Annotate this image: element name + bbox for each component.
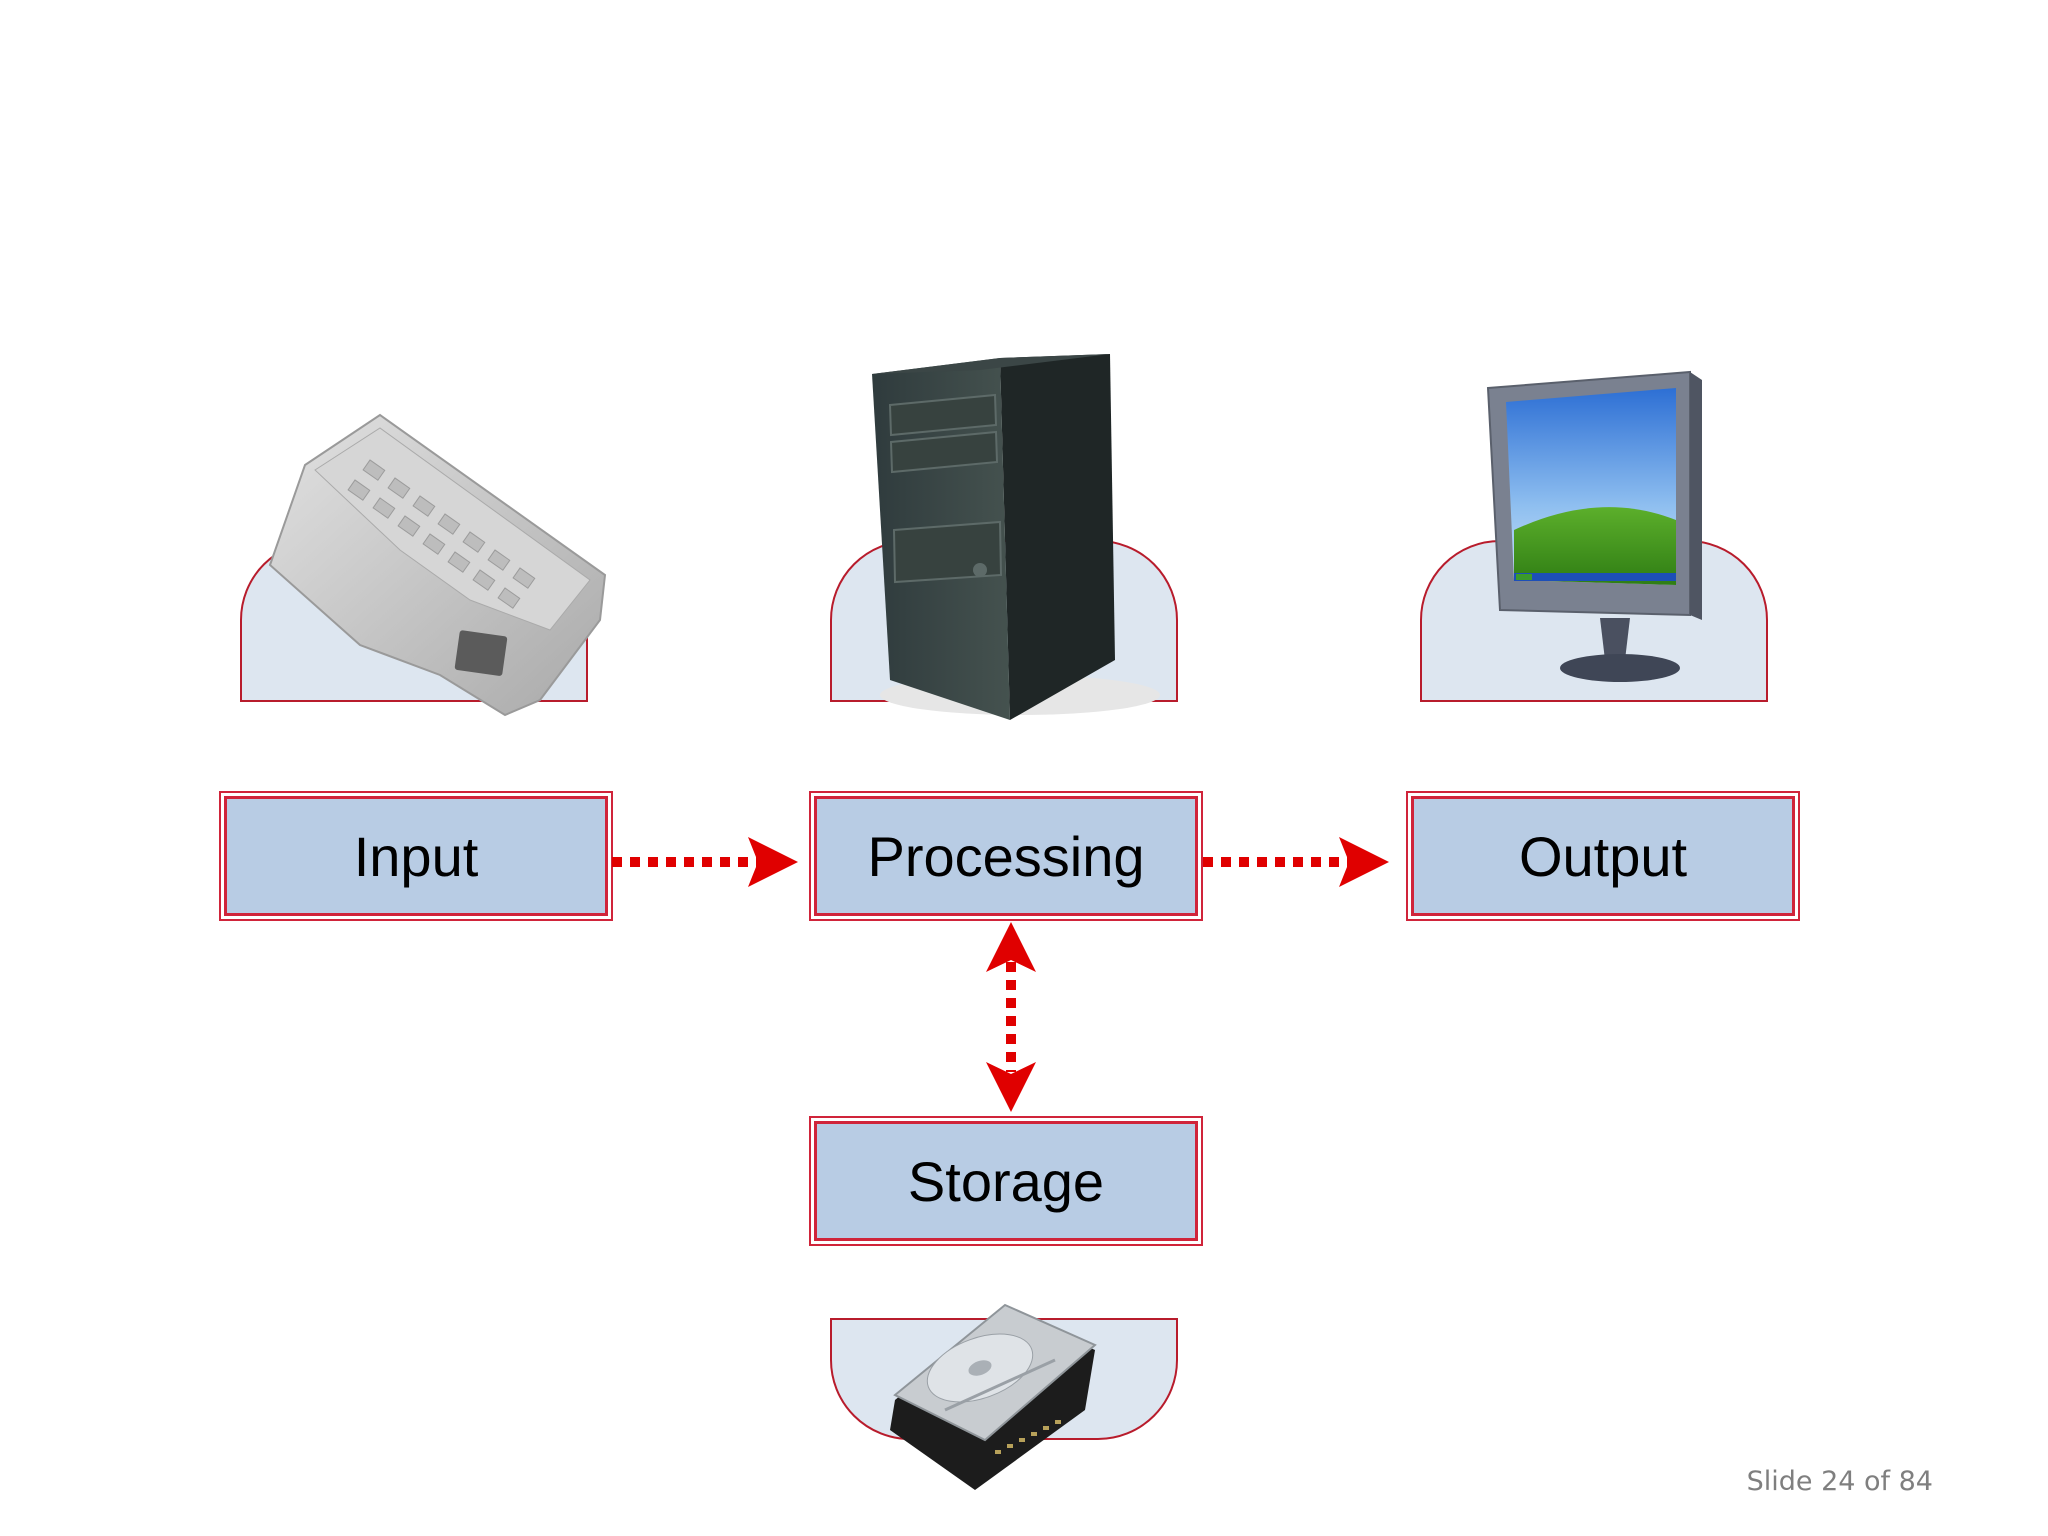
slide-indicator: Slide 24 of 84	[1746, 1466, 1933, 1497]
computer-tower-icon	[872, 354, 1160, 720]
input-label: Input	[353, 824, 479, 888]
processing-to-output-arrow	[1203, 837, 1389, 887]
storage-label: Storage	[907, 1149, 1105, 1213]
processing-storage-arrow	[986, 922, 1036, 1112]
input-to-processing-arrow	[612, 837, 798, 887]
monitor-icon	[1486, 370, 1702, 682]
keyboard-icon	[268, 413, 607, 717]
output-label: Output	[1518, 824, 1688, 888]
storage-node: Storage	[809, 1116, 1203, 1246]
processing-node: Processing	[809, 791, 1203, 921]
processing-label: Processing	[867, 824, 1145, 888]
output-node: Output	[1406, 791, 1800, 921]
hard-drive-icon	[890, 1303, 1097, 1490]
input-node: Input	[219, 791, 613, 921]
